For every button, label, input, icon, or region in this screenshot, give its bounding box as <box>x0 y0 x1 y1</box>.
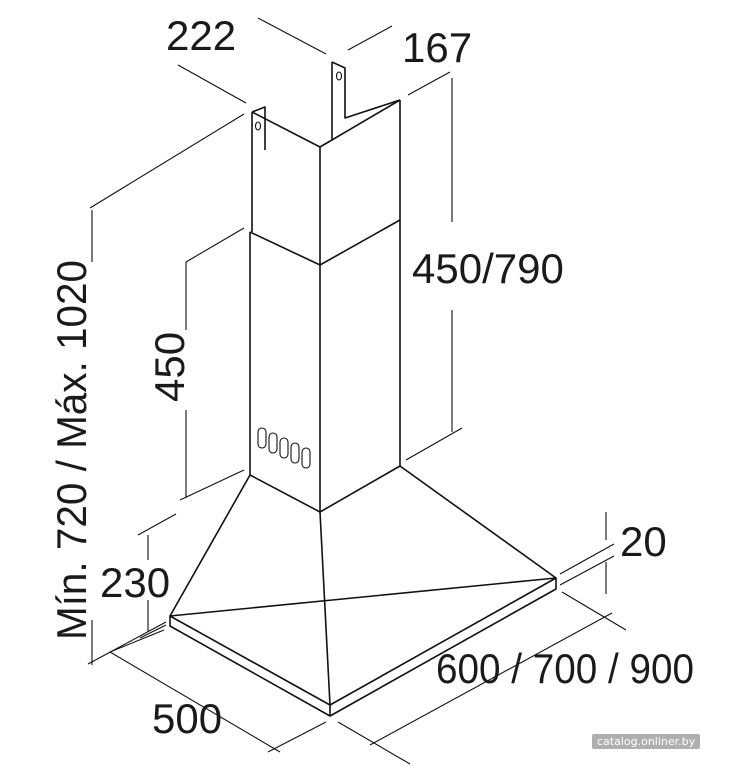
canopy-right-edge <box>399 465 557 579</box>
upper-chimney-bracket-left <box>251 106 266 150</box>
upper-chimney-front-edge <box>251 111 321 265</box>
dim-chimney-width: 222 <box>166 12 236 59</box>
vent-slot <box>257 427 267 449</box>
hood-outline <box>169 61 557 717</box>
upper-chimney-right-face <box>319 99 401 148</box>
dim-hood-widths: 600 / 700 / 900 <box>436 645 694 692</box>
chimney-screw-hole <box>254 121 262 131</box>
canopy-rim-top <box>169 577 557 706</box>
vent-slot <box>290 442 300 464</box>
dim-chimney-height-range: 450/790 <box>412 245 564 292</box>
chimney-screw-hole <box>335 71 343 81</box>
canopy-left-edge <box>169 474 251 617</box>
canopy-front-edge <box>319 511 331 706</box>
vent-slot <box>301 447 311 469</box>
vent-slot <box>279 437 289 459</box>
dim-chimney-lower-height: 450 <box>146 332 193 402</box>
dimension-lines <box>87 17 627 765</box>
chimney-joint-line <box>249 219 401 266</box>
upper-chimney-top-back <box>331 61 401 119</box>
dim-hood-depth: 500 <box>152 695 222 742</box>
dim-total-height-range: Mín. 720 / Máx. 1020 <box>48 260 95 640</box>
vent-slot <box>268 432 278 454</box>
watermark-label: catalog.onliner.by <box>592 734 701 749</box>
ventilation-slots <box>257 427 311 469</box>
dim-canopy-rim: 20 <box>620 518 667 565</box>
dim-chimney-depth: 167 <box>402 24 472 71</box>
dim-canopy-height: 230 <box>100 559 170 606</box>
lower-chimney-base <box>249 465 401 513</box>
